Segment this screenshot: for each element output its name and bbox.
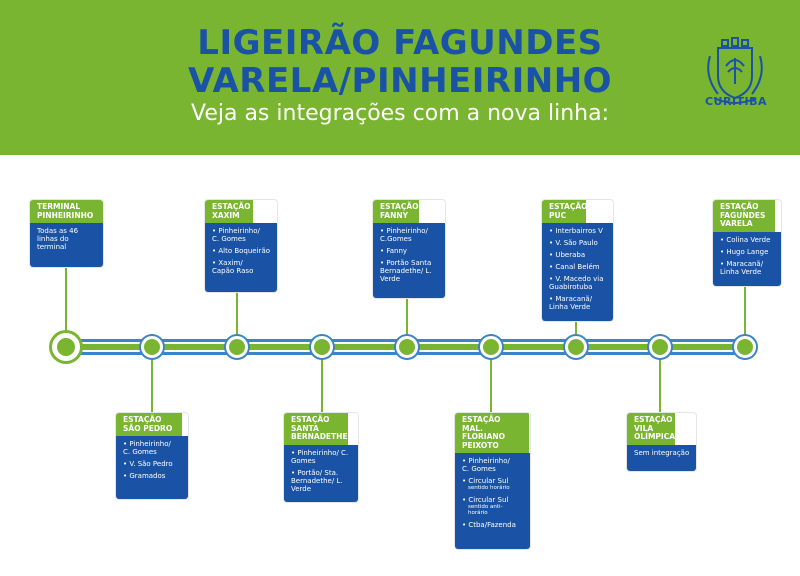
station-item: Hugo Lange (720, 248, 776, 256)
station-card-fagundes-varela: ESTAÇÃO FAGUNDES VARELA Colina Verde Hug… (713, 200, 781, 286)
station-node (396, 336, 418, 358)
connector-line (236, 290, 238, 336)
station-card-puc: ESTAÇÃO PUC Interbairros V V. São Paulo … (542, 200, 613, 321)
station-item: Xaxim/ Capão Raso (212, 259, 264, 275)
station-node (480, 336, 502, 358)
station-name: ESTAÇÃO FAGUNDES VARELA (713, 200, 775, 232)
station-item: Maracanã/ Linha Verde (549, 295, 601, 311)
station-node (734, 336, 756, 358)
station-item: V. São Pedro (123, 460, 183, 468)
station-item: Portão Santa Bernadethe/ L. Verde (380, 259, 438, 283)
station-name: ESTAÇÃO XAXIM (205, 200, 253, 223)
station-name: ESTAÇÃO VILA OLÍMPICA (627, 413, 675, 445)
connector-line (406, 297, 408, 336)
station-item: Uberaba (549, 251, 608, 259)
city-name: CURITIBA (704, 95, 768, 108)
station-node (649, 336, 671, 358)
station-item: V. São Paulo (549, 239, 608, 247)
station-item: Pinheirinho/ C. Gomes (212, 227, 267, 243)
connector-line (321, 357, 323, 413)
station-name: ESTAÇÃO SÃO PEDRO (116, 413, 182, 436)
connector-line (744, 283, 746, 336)
station-name: ESTAÇÃO FANNY (373, 200, 419, 223)
station-item: V. Macedo via Guabirotuba (549, 275, 609, 291)
connector-line (575, 321, 577, 336)
station-node (52, 333, 80, 361)
station-name: ESTAÇÃO PUC (542, 200, 588, 223)
station-card-sao-pedro: ESTAÇÃO SÃO PEDRO Pinheirinho/ C. Gomes … (116, 413, 188, 499)
connector-line (65, 264, 67, 336)
curitiba-coat-of-arms-icon (707, 37, 763, 104)
station-card-floriano-peixoto: ESTAÇÃO MAL. FLORIANO PEIXOTO Pinheirinh… (455, 413, 530, 549)
station-item: Interbairros V (549, 227, 608, 235)
title-line-1: LIGEIRÃO FAGUNDES (197, 23, 603, 63)
station-item: Todas as 46 linhas do terminal (37, 227, 79, 251)
title-line-2: VARELA/PINHEIRINHO (187, 61, 613, 101)
station-item: Pinheirinho/ C.Gomes (380, 227, 435, 243)
station-item: Alto Boqueirão (212, 247, 272, 255)
connector-line (659, 357, 661, 413)
station-item: Portão/ Sta. Bernadethe/ L. Verde (291, 469, 353, 493)
station-item: Fanny (380, 247, 440, 255)
station-item: Colina Verde (720, 236, 776, 244)
header-banner: LIGEIRÃO FAGUNDES VARELA/PINHEIRINHO Vej… (0, 0, 800, 155)
station-card-terminal-pinheirinho: TERMINAL PINHEIRINHO Todas as 46 linhas … (30, 200, 103, 267)
station-item: Maracanã/ Linha Verde (720, 260, 772, 276)
station-item: Gramados (123, 472, 183, 480)
station-item: Ctba/Fazenda (462, 521, 525, 529)
station-node (226, 336, 248, 358)
station-card-xaxim: ESTAÇÃO XAXIM Pinheirinho/ C. Gomes Alto… (205, 200, 277, 292)
station-item: Pinheirinho/ C. Gomes (123, 440, 178, 456)
connector-line (490, 357, 492, 413)
station-name: TERMINAL PINHEIRINHO (30, 200, 103, 223)
connector-line (151, 357, 153, 413)
station-node (311, 336, 333, 358)
station-node (141, 336, 163, 358)
station-node (565, 336, 587, 358)
station-card-santa-bernadethe: ESTAÇÃO SANTA BERNADETHE Pinheirinho/ C.… (284, 413, 358, 502)
subtitle: Veja as integrações com a nova linha: (190, 101, 609, 126)
station-item: Pinheirinho/ C. Gomes (291, 449, 349, 465)
station-item: Sem integração (634, 448, 690, 457)
station-name: ESTAÇÃO SANTA BERNADETHE (284, 413, 348, 445)
station-card-fanny: ESTAÇÃO FANNY Pinheirinho/ C.Gomes Fanny… (373, 200, 445, 298)
station-name: ESTAÇÃO MAL. FLORIANO PEIXOTO (455, 413, 529, 453)
station-item: Pinheirinho/ C. Gomes (462, 457, 514, 473)
station-card-vila-olimpica: ESTAÇÃO VILA OLÍMPICA Sem integração (627, 413, 696, 471)
station-item: Canal Belém (549, 263, 608, 271)
